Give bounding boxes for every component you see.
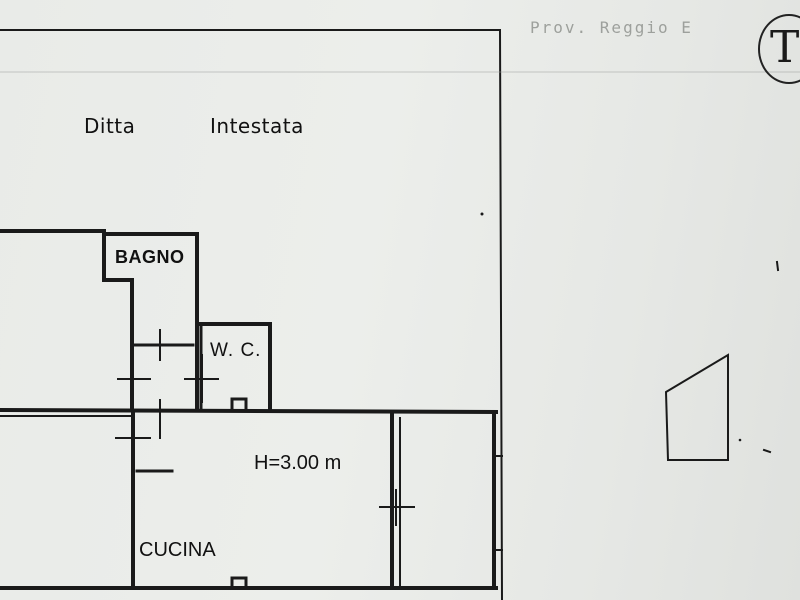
wall-upper-left [0,229,134,412]
cross-mark-4 [379,489,415,526]
owner-value: Intestata [210,114,304,138]
wall-bagno [102,232,199,412]
bottom-fixture [230,576,248,590]
sheet-border [0,29,504,600]
wc-fixture [230,397,248,412]
cross-mark-3 [115,399,161,439]
location-sketch [664,353,729,461]
wall-wc [199,322,272,412]
owner-label: Ditta [84,114,136,138]
ceiling-height-label: H=3.00 m [254,452,342,474]
window-right [493,455,503,551]
wall-middle [0,407,499,415]
cross-mark-1 [117,329,161,380]
faint-header-text: Prov. Reggio E [530,18,693,37]
room-label-cucina: CUCINA [139,539,216,561]
dot-1 [480,212,484,216]
cross-mark-2 [184,354,219,403]
dot-2 [738,438,742,442]
tick-1 [775,260,780,272]
room-label-wc: W. C. [210,340,262,361]
room-label-bagno: BAGNO [115,247,185,267]
tick-2 [762,448,772,454]
stamp-letter: T [770,22,800,73]
